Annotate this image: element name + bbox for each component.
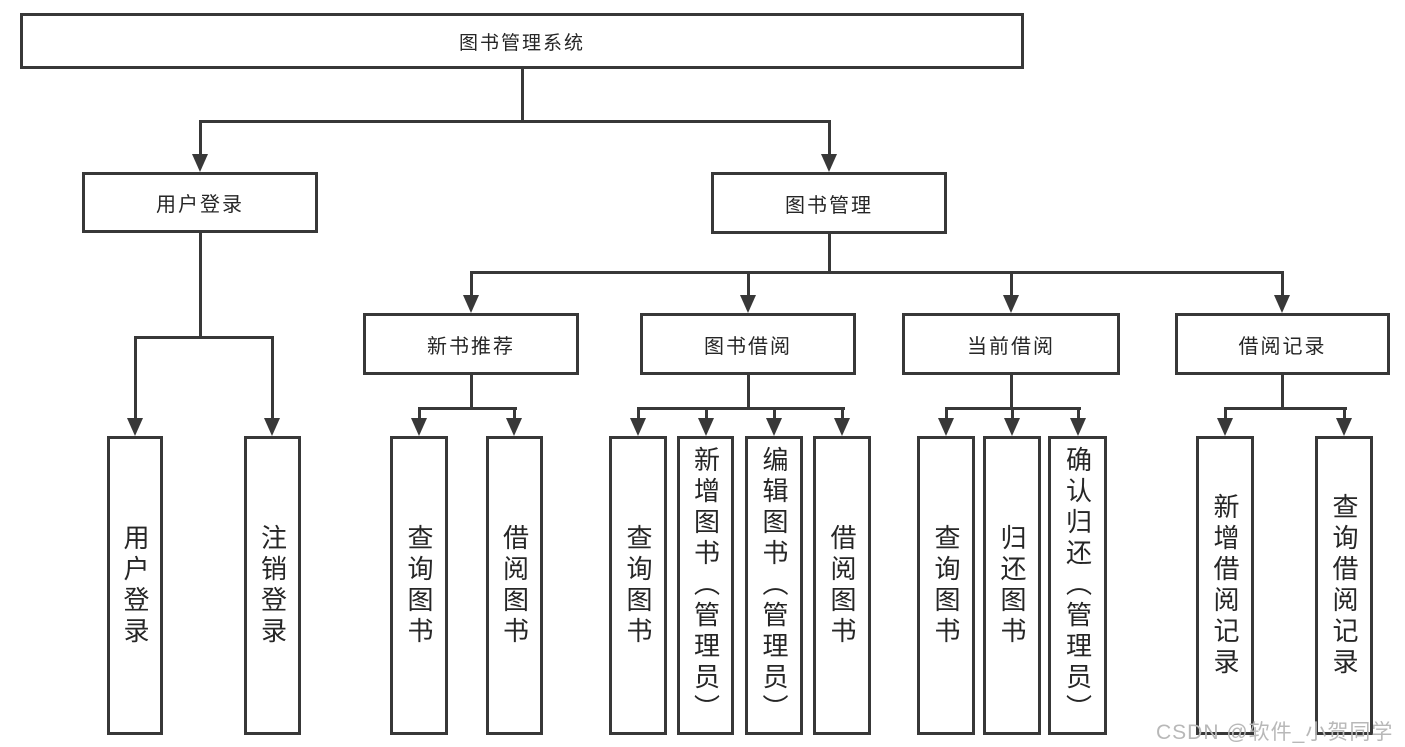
connector-line	[637, 407, 640, 418]
leaf-add-borrow-record: 新增借阅记录	[1196, 436, 1254, 735]
connector-line	[134, 336, 274, 339]
node-new-book-recommend: 新书推荐	[363, 313, 579, 375]
arrow-down-icon	[821, 154, 837, 172]
arrow-down-icon	[630, 418, 646, 436]
connector-line	[828, 120, 831, 155]
leaf-edit-book-admin: 编辑图书（管理员）	[745, 436, 803, 735]
arrow-down-icon	[1274, 295, 1290, 313]
leaf-query-book-current: 查询图书	[917, 436, 975, 735]
connector-line	[470, 271, 1284, 274]
connector-line	[1011, 407, 1014, 418]
arrow-down-icon	[264, 418, 280, 436]
connector-line	[199, 120, 202, 155]
node-borrow-records: 借阅记录	[1175, 313, 1390, 375]
arrow-down-icon	[506, 418, 522, 436]
connector-line	[1010, 375, 1013, 407]
arrow-down-icon	[698, 418, 714, 436]
arrow-down-icon	[766, 418, 782, 436]
arrow-down-icon	[1217, 418, 1233, 436]
leaf-confirm-return-admin: 确认归还（管理员）	[1048, 436, 1107, 735]
leaf-query-borrow-record: 查询借阅记录	[1315, 436, 1373, 735]
arrow-down-icon	[411, 418, 427, 436]
connector-line	[1077, 407, 1080, 418]
leaf-borrow-book: 借阅图书	[813, 436, 871, 735]
arrow-down-icon	[938, 418, 954, 436]
connector-line	[418, 407, 421, 418]
leaf-add-book-admin: 新增图书（管理员）	[677, 436, 734, 735]
connector-line	[470, 375, 473, 407]
node-current-borrow: 当前借阅	[902, 313, 1120, 375]
leaf-logout: 注销登录	[244, 436, 301, 735]
node-library-system: 图书管理系统	[20, 13, 1024, 69]
watermark: CSDN @软件_小贺同学	[1156, 721, 1394, 744]
connector-line	[1343, 407, 1346, 418]
connector-line	[705, 407, 708, 418]
connector-line	[521, 69, 524, 120]
arrow-down-icon	[740, 295, 756, 313]
connector-line	[1281, 375, 1284, 407]
leaf-user-login: 用户登录	[107, 436, 163, 735]
connector-line	[841, 407, 844, 418]
connector-line	[1010, 271, 1013, 295]
connector-line	[1281, 271, 1284, 295]
connector-line	[828, 233, 831, 271]
connector-line	[637, 407, 845, 410]
connector-line	[513, 407, 516, 418]
arrow-down-icon	[463, 295, 479, 313]
arrow-down-icon	[192, 154, 208, 172]
leaf-query-book-borrow: 查询图书	[609, 436, 667, 735]
node-user-login: 用户登录	[82, 172, 318, 233]
connector-line	[747, 375, 750, 407]
arrow-down-icon	[1003, 295, 1019, 313]
arrow-down-icon	[834, 418, 850, 436]
connector-line	[199, 233, 202, 336]
connector-line	[747, 271, 750, 295]
connector-line	[773, 407, 776, 418]
leaf-return-book: 归还图书	[983, 436, 1041, 735]
connector-line	[1224, 407, 1347, 410]
leaf-borrow-book-recommend: 借阅图书	[486, 436, 543, 735]
node-book-borrow: 图书借阅	[640, 313, 856, 375]
connector-line	[470, 271, 473, 295]
leaf-query-book-recommend: 查询图书	[390, 436, 448, 735]
connector-line	[134, 336, 137, 418]
arrow-down-icon	[1336, 418, 1352, 436]
arrow-down-icon	[127, 418, 143, 436]
connector-line	[418, 407, 517, 410]
arrow-down-icon	[1004, 418, 1020, 436]
connector-line	[199, 120, 831, 123]
connector-line	[945, 407, 948, 418]
connector-line	[271, 336, 274, 418]
connector-line	[1224, 407, 1227, 418]
node-book-management: 图书管理	[711, 172, 947, 234]
arrow-down-icon	[1070, 418, 1086, 436]
